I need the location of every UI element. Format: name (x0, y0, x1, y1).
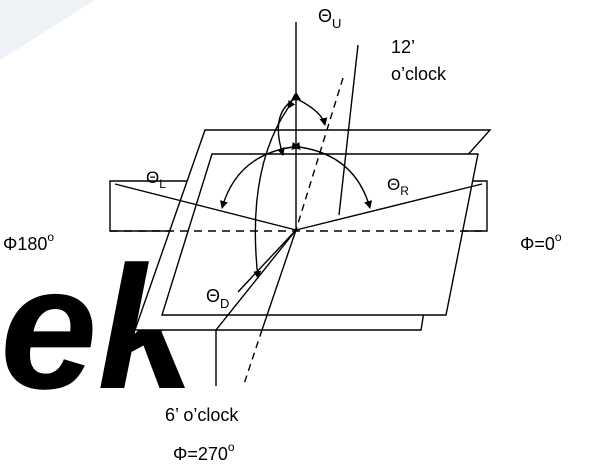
theta-u-arc-right (290, 93, 328, 126)
theta-d-arc (253, 99, 296, 279)
theta-d-label: ΘD (206, 286, 229, 311)
phi-0-label: Φ=0o (520, 230, 562, 254)
twelve-oclock-line2: o’clock (391, 64, 447, 84)
six-oclock-label: 6’ o’clock (165, 405, 239, 425)
theta-r-arc (291, 142, 372, 209)
twelve-oclock-line1: 12’ (391, 37, 415, 57)
theta-u-label: ΘU (318, 6, 341, 31)
phi-270-label: Φ=270o (173, 440, 235, 464)
watermark-corner-shape (0, 0, 95, 60)
right-viewing-ray (295, 183, 483, 231)
theta-l-label: ΘL (146, 168, 166, 191)
phi-180-label: Φ180o (3, 230, 54, 254)
diagonal-axis-lower-dashed (243, 329, 263, 385)
theta-r-label: ΘR (387, 175, 409, 198)
